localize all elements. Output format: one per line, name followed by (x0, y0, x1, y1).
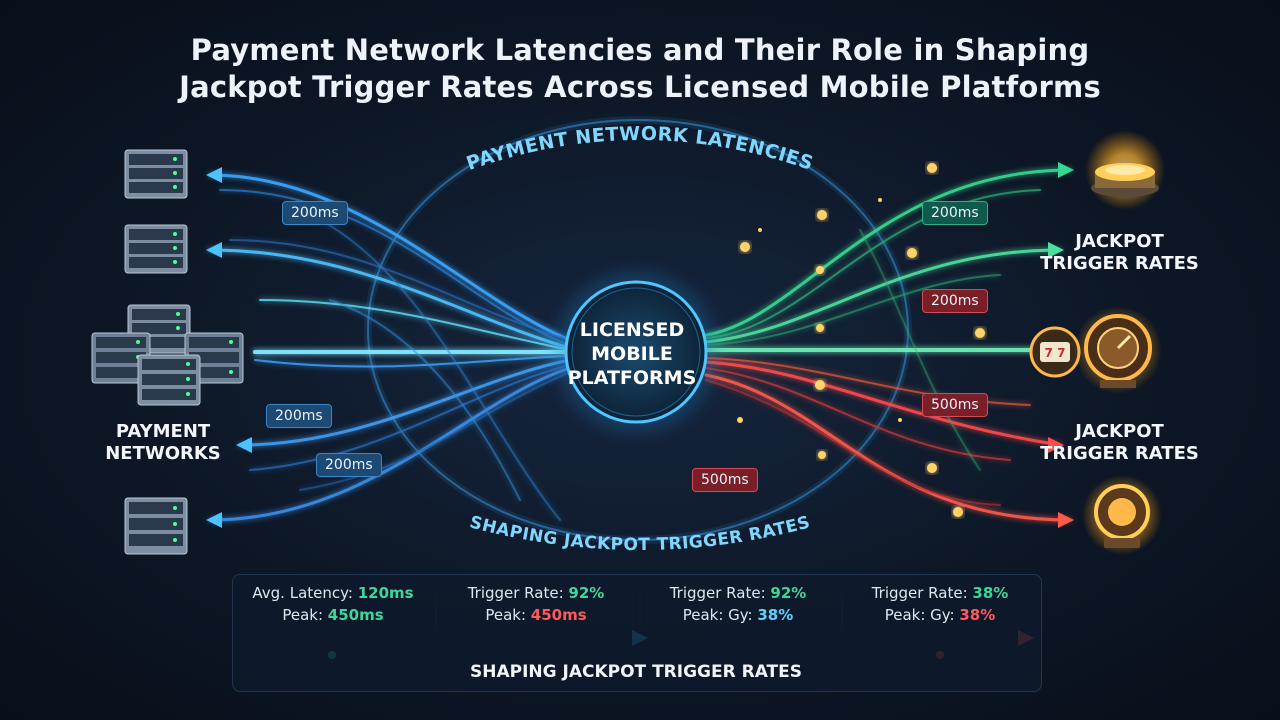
metric-trigger-rate-3: Trigger Rate: 38% Peak: Gy: 38% (871, 584, 1009, 624)
metric-avg-latency: Avg. Latency: 120ms Peak: 450ms (252, 584, 414, 624)
latency-badge: 200ms (316, 453, 382, 477)
hub-label: LICENSED MOBILE PLATFORMS (567, 319, 697, 389)
title-line-1: Payment Network Latencies and Their Role… (190, 33, 1090, 67)
left-flow-lines (208, 173, 572, 522)
hub-circle (564, 280, 708, 424)
metrics-panel (232, 574, 1042, 692)
jackpot-coin-icon (1085, 130, 1165, 210)
latency-badge: 200ms (282, 201, 348, 225)
metric-trigger-rate-2: Trigger Rate: 92% Peak: Gy: 38% (669, 584, 807, 624)
footer-caption: SHAPING JACKPOT TRIGGER RATES (470, 662, 802, 682)
latency-badge: 500ms (922, 393, 988, 417)
metric-trigger-rate-1: Trigger Rate: 92% Peak: 450ms (467, 584, 605, 624)
latency-badge: 500ms (692, 468, 758, 492)
right-arrowheads (1048, 162, 1074, 528)
page-title: Payment Network Latencies and Their Role… (0, 32, 1280, 106)
svg-text:7 7: 7 7 (1045, 346, 1066, 360)
latency-badge: 200ms (922, 201, 988, 225)
sparkles (737, 163, 985, 517)
vault-dial-icon (1082, 475, 1162, 555)
latency-badge: 200ms (922, 289, 988, 313)
left-arrowheads (206, 167, 252, 528)
title-line-2: Jackpot Trigger Rates Across Licensed Mo… (179, 70, 1101, 104)
vault-dial-icon (1074, 306, 1162, 394)
latency-badge: 200ms (266, 404, 332, 428)
right-flow-lines (704, 168, 1072, 522)
server-rack-icon (91, 149, 244, 555)
slot-machine-icon: 7 7 (1029, 326, 1081, 378)
arc-text-top: PAYMENT NETWORK LATENCIES (464, 123, 817, 175)
